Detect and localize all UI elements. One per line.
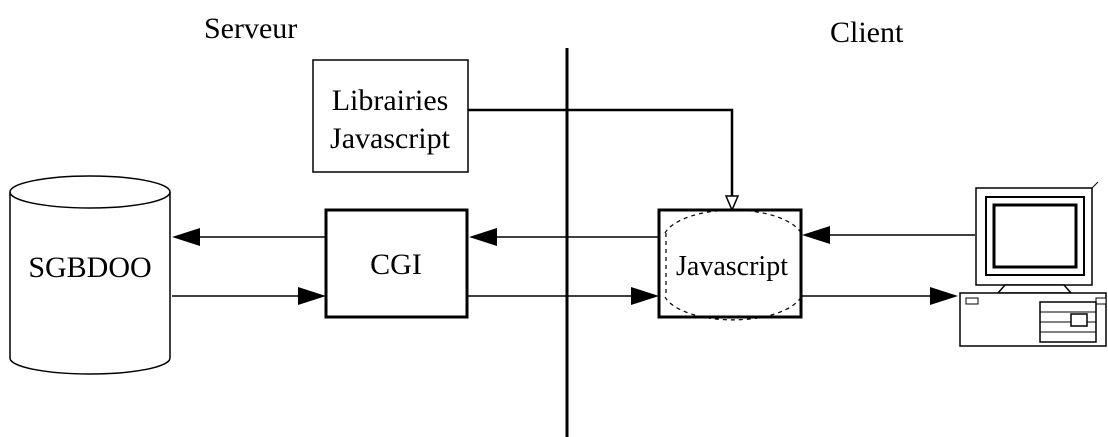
server-label: Serveur <box>204 12 297 45</box>
client-label: Client <box>830 16 904 49</box>
database-cylinder: SGBDOO <box>9 175 171 375</box>
javascript-box: Javascript <box>657 208 803 321</box>
cgi-box: CGI <box>324 208 469 319</box>
libraries-to-javascript-connector <box>468 108 734 196</box>
cgi-label: CGI <box>370 248 422 281</box>
libraries-label-line1: Librairies <box>332 84 449 117</box>
libraries-box: Librairies Javascript <box>312 59 469 173</box>
arrows-rightward <box>172 287 958 305</box>
libraries-to-javascript-arrowhead <box>724 195 740 212</box>
javascript-dashed-arc-bottom <box>664 296 802 321</box>
libraries-label-line2: Javascript <box>330 122 451 155</box>
arrows-leftward <box>172 226 975 246</box>
desktop-computer-icon <box>959 181 1107 347</box>
javascript-dashed-arc-top <box>664 209 802 234</box>
database-label: SGBDOO <box>28 251 151 284</box>
javascript-label: Javascript <box>676 251 788 282</box>
